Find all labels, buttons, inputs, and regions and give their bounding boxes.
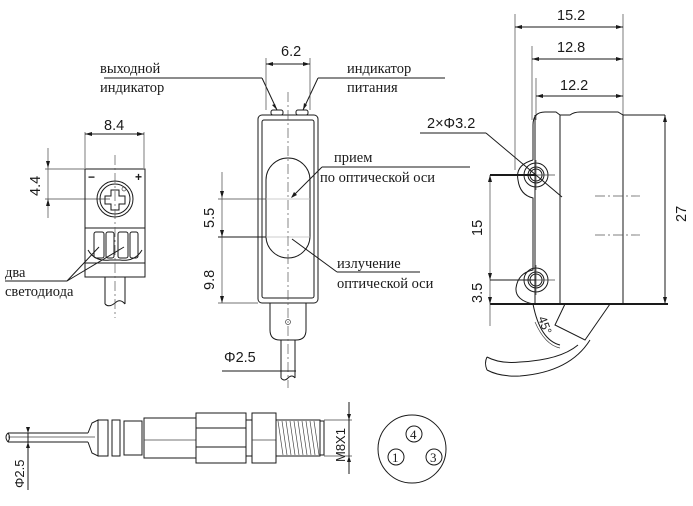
dim-axis-to-bottom: 9.8 (202, 270, 218, 290)
pin-4-label: 4 (410, 427, 417, 442)
dim-axis-spacing: 5.5 (202, 208, 218, 228)
power-indicator-label-2: питания (347, 80, 398, 96)
adjust-screw-icon (104, 189, 126, 211)
pin-3-label: 3 (430, 450, 437, 465)
dim-side-total: 15.2 (557, 8, 585, 24)
dim-top-width: 6.2 (281, 44, 301, 60)
dim-front-width: 8.4 (104, 118, 124, 134)
pin-3 (425, 448, 443, 466)
output-indicator-callout: выходной индикатор (100, 61, 278, 111)
dim-side-mid: 12.8 (557, 40, 585, 56)
leds-label-2: светодиода (5, 284, 74, 300)
dim-cable-diameter: Φ2.5 (224, 350, 256, 366)
power-indicator-callout: индикатор питания (302, 61, 445, 111)
dim-connector-cable: Φ2.5 (12, 460, 27, 488)
emit-label-1: излучение (337, 256, 401, 272)
middle-view: 6.2 5.5 9.8 Φ2.5 (202, 44, 319, 388)
pin-4 (405, 425, 423, 443)
front-view: 8.4 4.4 − + (28, 118, 146, 318)
connector-pin-face: 1 4 3 (377, 414, 447, 484)
emit-label-2: оптической оси (337, 276, 434, 292)
minus-sign: − (88, 170, 95, 184)
connector-view: Φ2.5 M8X1 (5, 402, 352, 490)
plus-sign: + (135, 170, 142, 184)
leds-callout: два светодиода (5, 246, 125, 300)
leds-label-1: два (5, 265, 26, 281)
power-indicator-label-1: индикатор (347, 61, 411, 77)
pin-1 (387, 448, 405, 466)
dim-angle: 45° (535, 314, 554, 336)
output-indicator-label-2: индикатор (100, 80, 164, 96)
dim-height: 27 (674, 206, 690, 222)
pin-1-label: 1 (392, 450, 399, 465)
side-view: 15.2 12.8 12.2 27 (420, 8, 690, 377)
receive-label-1: прием (334, 150, 372, 166)
dim-thread: M8X1 (333, 428, 348, 462)
receive-callout: прием по оптической оси (291, 150, 470, 198)
receive-label-2: по оптической оси (320, 170, 435, 186)
dim-hole-offset: 3.5 (470, 283, 486, 303)
dim-mount-holes: 2×Φ3.2 (427, 116, 475, 132)
dim-hole-spacing: 15 (470, 220, 486, 236)
dim-front-height: 4.4 (28, 176, 44, 196)
emit-callout: излучение оптической оси (291, 238, 434, 292)
dim-side-body: 12.2 (560, 78, 588, 94)
output-indicator-label-1: выходной (100, 61, 161, 77)
